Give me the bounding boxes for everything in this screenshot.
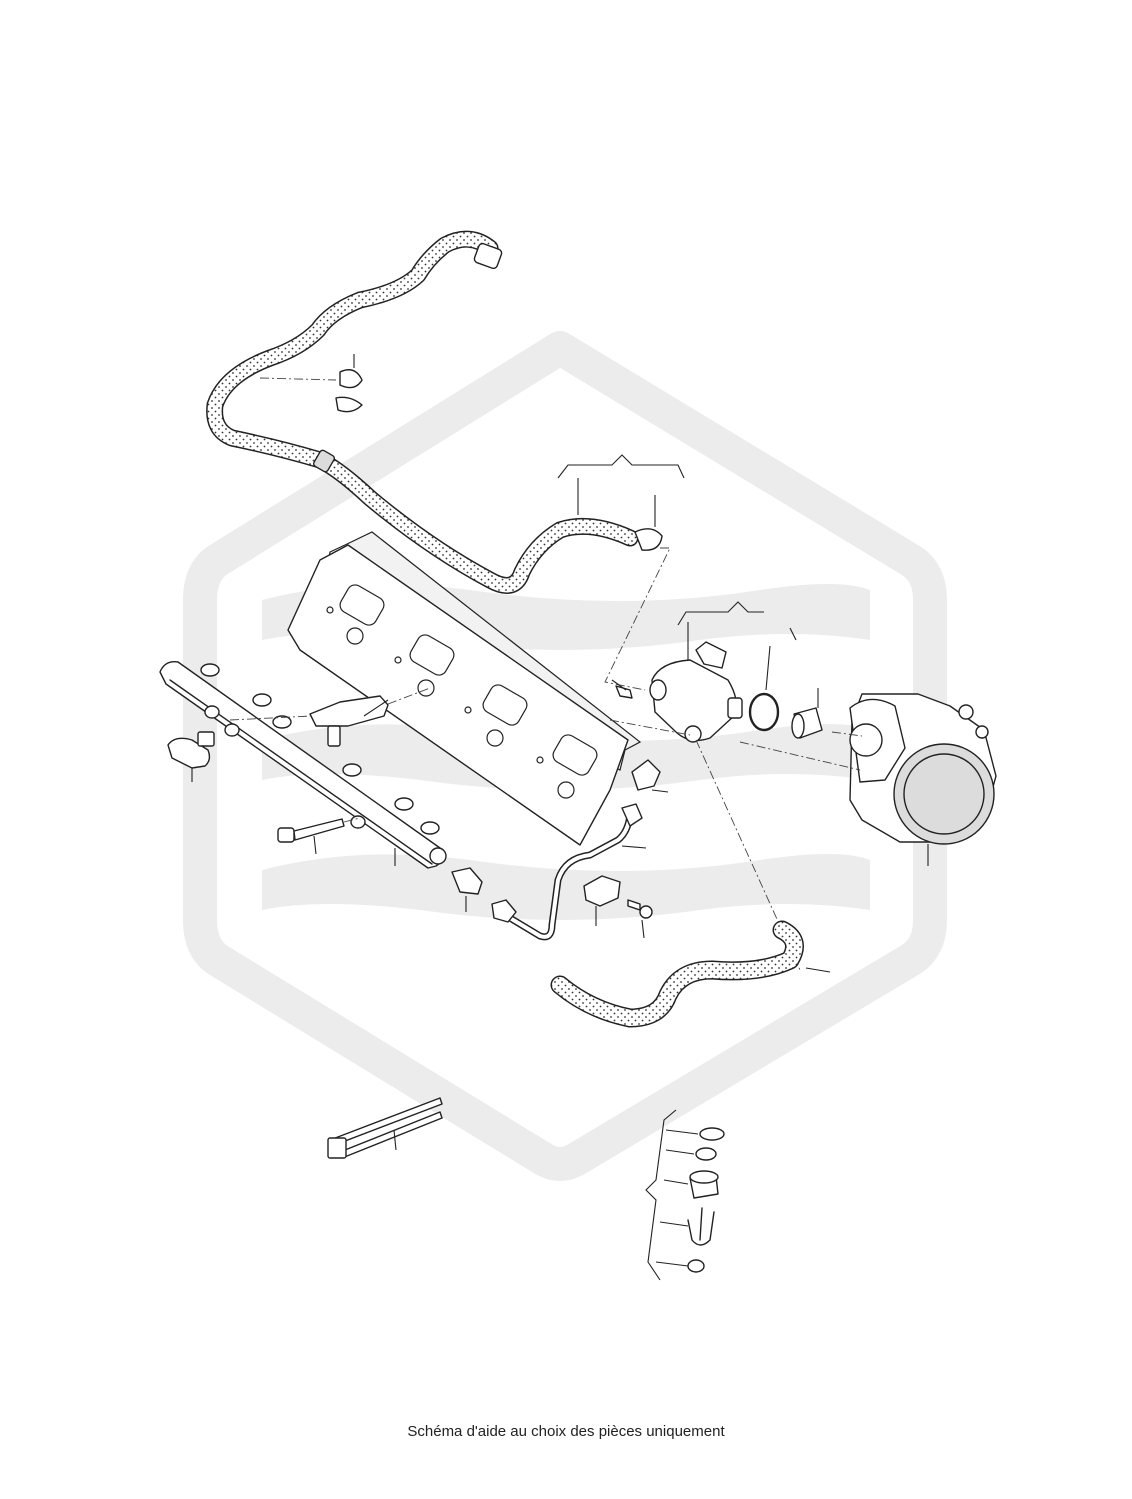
rail-bolt	[277, 817, 361, 855]
hose-clamp-upper	[259, 354, 363, 413]
fuel-line-fitting	[451, 679, 669, 912]
high-pressure-pump	[609, 601, 801, 971]
upper-fuel-hose	[206, 230, 639, 594]
pump-sleeve	[791, 688, 823, 739]
fuel-rail	[159, 661, 447, 869]
vacuum-pump	[739, 693, 997, 866]
short-hose	[557, 454, 685, 691]
disclaimer-caption: Schéma d'aide au choix des pièces unique…	[407, 1423, 725, 1440]
seal-kit-ring-1	[665, 1127, 725, 1141]
line-bracket	[583, 875, 621, 926]
cylinder-head-gasket	[287, 531, 642, 846]
bracket-screw	[627, 899, 653, 939]
pressure-sensor	[167, 731, 215, 782]
o-ring	[748, 645, 780, 732]
seal-kit-ring-2	[665, 1147, 717, 1161]
injector	[229, 687, 431, 747]
seal-kit-cap	[655, 1259, 705, 1273]
lower-fuel-hose	[550, 920, 831, 1028]
seal-kit	[645, 1109, 725, 1281]
fuel-line	[491, 803, 647, 941]
seal-kit-clip	[659, 1207, 715, 1246]
cable-tie	[327, 1097, 443, 1159]
seal-kit-sleeve	[663, 1170, 719, 1199]
